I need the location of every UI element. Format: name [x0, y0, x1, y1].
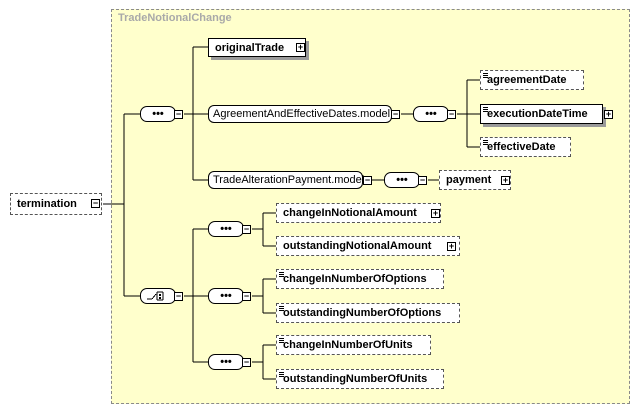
sequence-compositor: ••• — [384, 172, 420, 188]
outstanding-notional-amount-label: outstandingNotionalAmount — [283, 240, 432, 252]
termination-element[interactable]: termination — [10, 193, 102, 215]
expand-icon[interactable]: + — [501, 175, 510, 185]
agreement-date-element[interactable]: agreementDate — [480, 70, 584, 90]
agreement-and-effective-dates-group[interactable]: AgreementAndEffectiveDates.model — [208, 105, 392, 123]
payment-element[interactable]: payment — [439, 170, 511, 190]
execution-date-time-element[interactable]: executionDateTime — [480, 104, 603, 124]
effective-date-element[interactable]: effectiveDate — [480, 137, 571, 157]
sequence-icon: ••• — [220, 222, 232, 235]
sequence-compositor: ••• — [208, 288, 244, 304]
change-in-notional-amount-label: changeInNotionalAmount — [283, 207, 417, 219]
collapse-icon[interactable]: − — [91, 198, 100, 208]
outstanding-number-of-options-element[interactable]: outstandingNumberOfOptions — [276, 303, 460, 323]
termination-label: termination — [17, 198, 77, 210]
annotation-icon — [279, 372, 284, 378]
trade-alteration-payment-label: TradeAlterationPayment.model — [213, 174, 365, 186]
original-trade-label: originalTrade — [215, 41, 285, 54]
trade-alteration-payment-group[interactable]: TradeAlterationPayment.model — [208, 171, 365, 189]
change-in-number-of-options-label: changeInNumberOfOptions — [283, 273, 427, 285]
collapse-icon[interactable]: − — [242, 224, 251, 234]
collapse-icon[interactable]: − — [447, 109, 456, 119]
annotation-icon — [483, 140, 488, 146]
annotation-icon — [279, 272, 284, 278]
expand-icon[interactable]: + — [431, 208, 440, 218]
sequence-compositor: ••• — [208, 354, 244, 370]
choice-icon — [147, 291, 164, 301]
sequence-icon: ••• — [220, 289, 232, 302]
expand-icon[interactable]: + — [447, 241, 456, 251]
annotation-icon — [279, 338, 284, 344]
payment-label: payment — [446, 174, 492, 186]
change-in-number-of-options-element[interactable]: changeInNumberOfOptions — [276, 269, 444, 289]
expand-icon[interactable]: + — [296, 42, 305, 52]
sequence-icon: ••• — [425, 107, 437, 120]
outstanding-number-of-units-label: outstandingNumberOfUnits — [283, 373, 428, 385]
sequence-compositor: ••• — [208, 221, 244, 237]
sequence-compositor: ••• — [140, 106, 176, 122]
sequence-icon: ••• — [220, 355, 232, 368]
collapse-icon[interactable]: − — [418, 175, 427, 185]
collapse-icon[interactable]: − — [363, 175, 372, 185]
annotation-icon — [483, 107, 488, 113]
change-in-notional-amount-element[interactable]: changeInNotionalAmount — [276, 203, 441, 223]
outstanding-notional-amount-element[interactable]: outstandingNotionalAmount — [276, 236, 460, 256]
outstanding-number-of-units-element[interactable]: outstandingNumberOfUnits — [276, 369, 444, 389]
collapse-icon[interactable]: − — [242, 357, 251, 367]
sequence-icon: ••• — [396, 173, 408, 186]
collapse-icon[interactable]: − — [174, 109, 183, 119]
group-title: TradeNotionalChange — [118, 12, 232, 24]
collapse-icon[interactable]: − — [391, 109, 400, 119]
collapse-icon[interactable]: − — [174, 291, 183, 301]
execution-date-time-label: executionDateTime — [487, 108, 588, 120]
change-in-number-of-units-label: changeInNumberOfUnits — [283, 339, 413, 351]
effective-date-label: effectiveDate — [487, 141, 556, 153]
sequence-icon: ••• — [152, 107, 164, 120]
choice-compositor — [140, 288, 176, 304]
annotation-icon — [483, 73, 488, 79]
original-trade-element[interactable]: originalTrade — [208, 38, 306, 57]
annotation-icon — [279, 306, 284, 312]
change-in-number-of-units-element[interactable]: changeInNumberOfUnits — [276, 335, 431, 355]
expand-icon[interactable]: + — [604, 109, 613, 119]
outstanding-number-of-options-label: outstandingNumberOfOptions — [283, 307, 442, 319]
sequence-compositor: ••• — [413, 106, 449, 122]
collapse-icon[interactable]: − — [242, 291, 251, 301]
agreement-and-effective-dates-label: AgreementAndEffectiveDates.model — [213, 108, 391, 120]
agreement-date-label: agreementDate — [487, 74, 567, 86]
